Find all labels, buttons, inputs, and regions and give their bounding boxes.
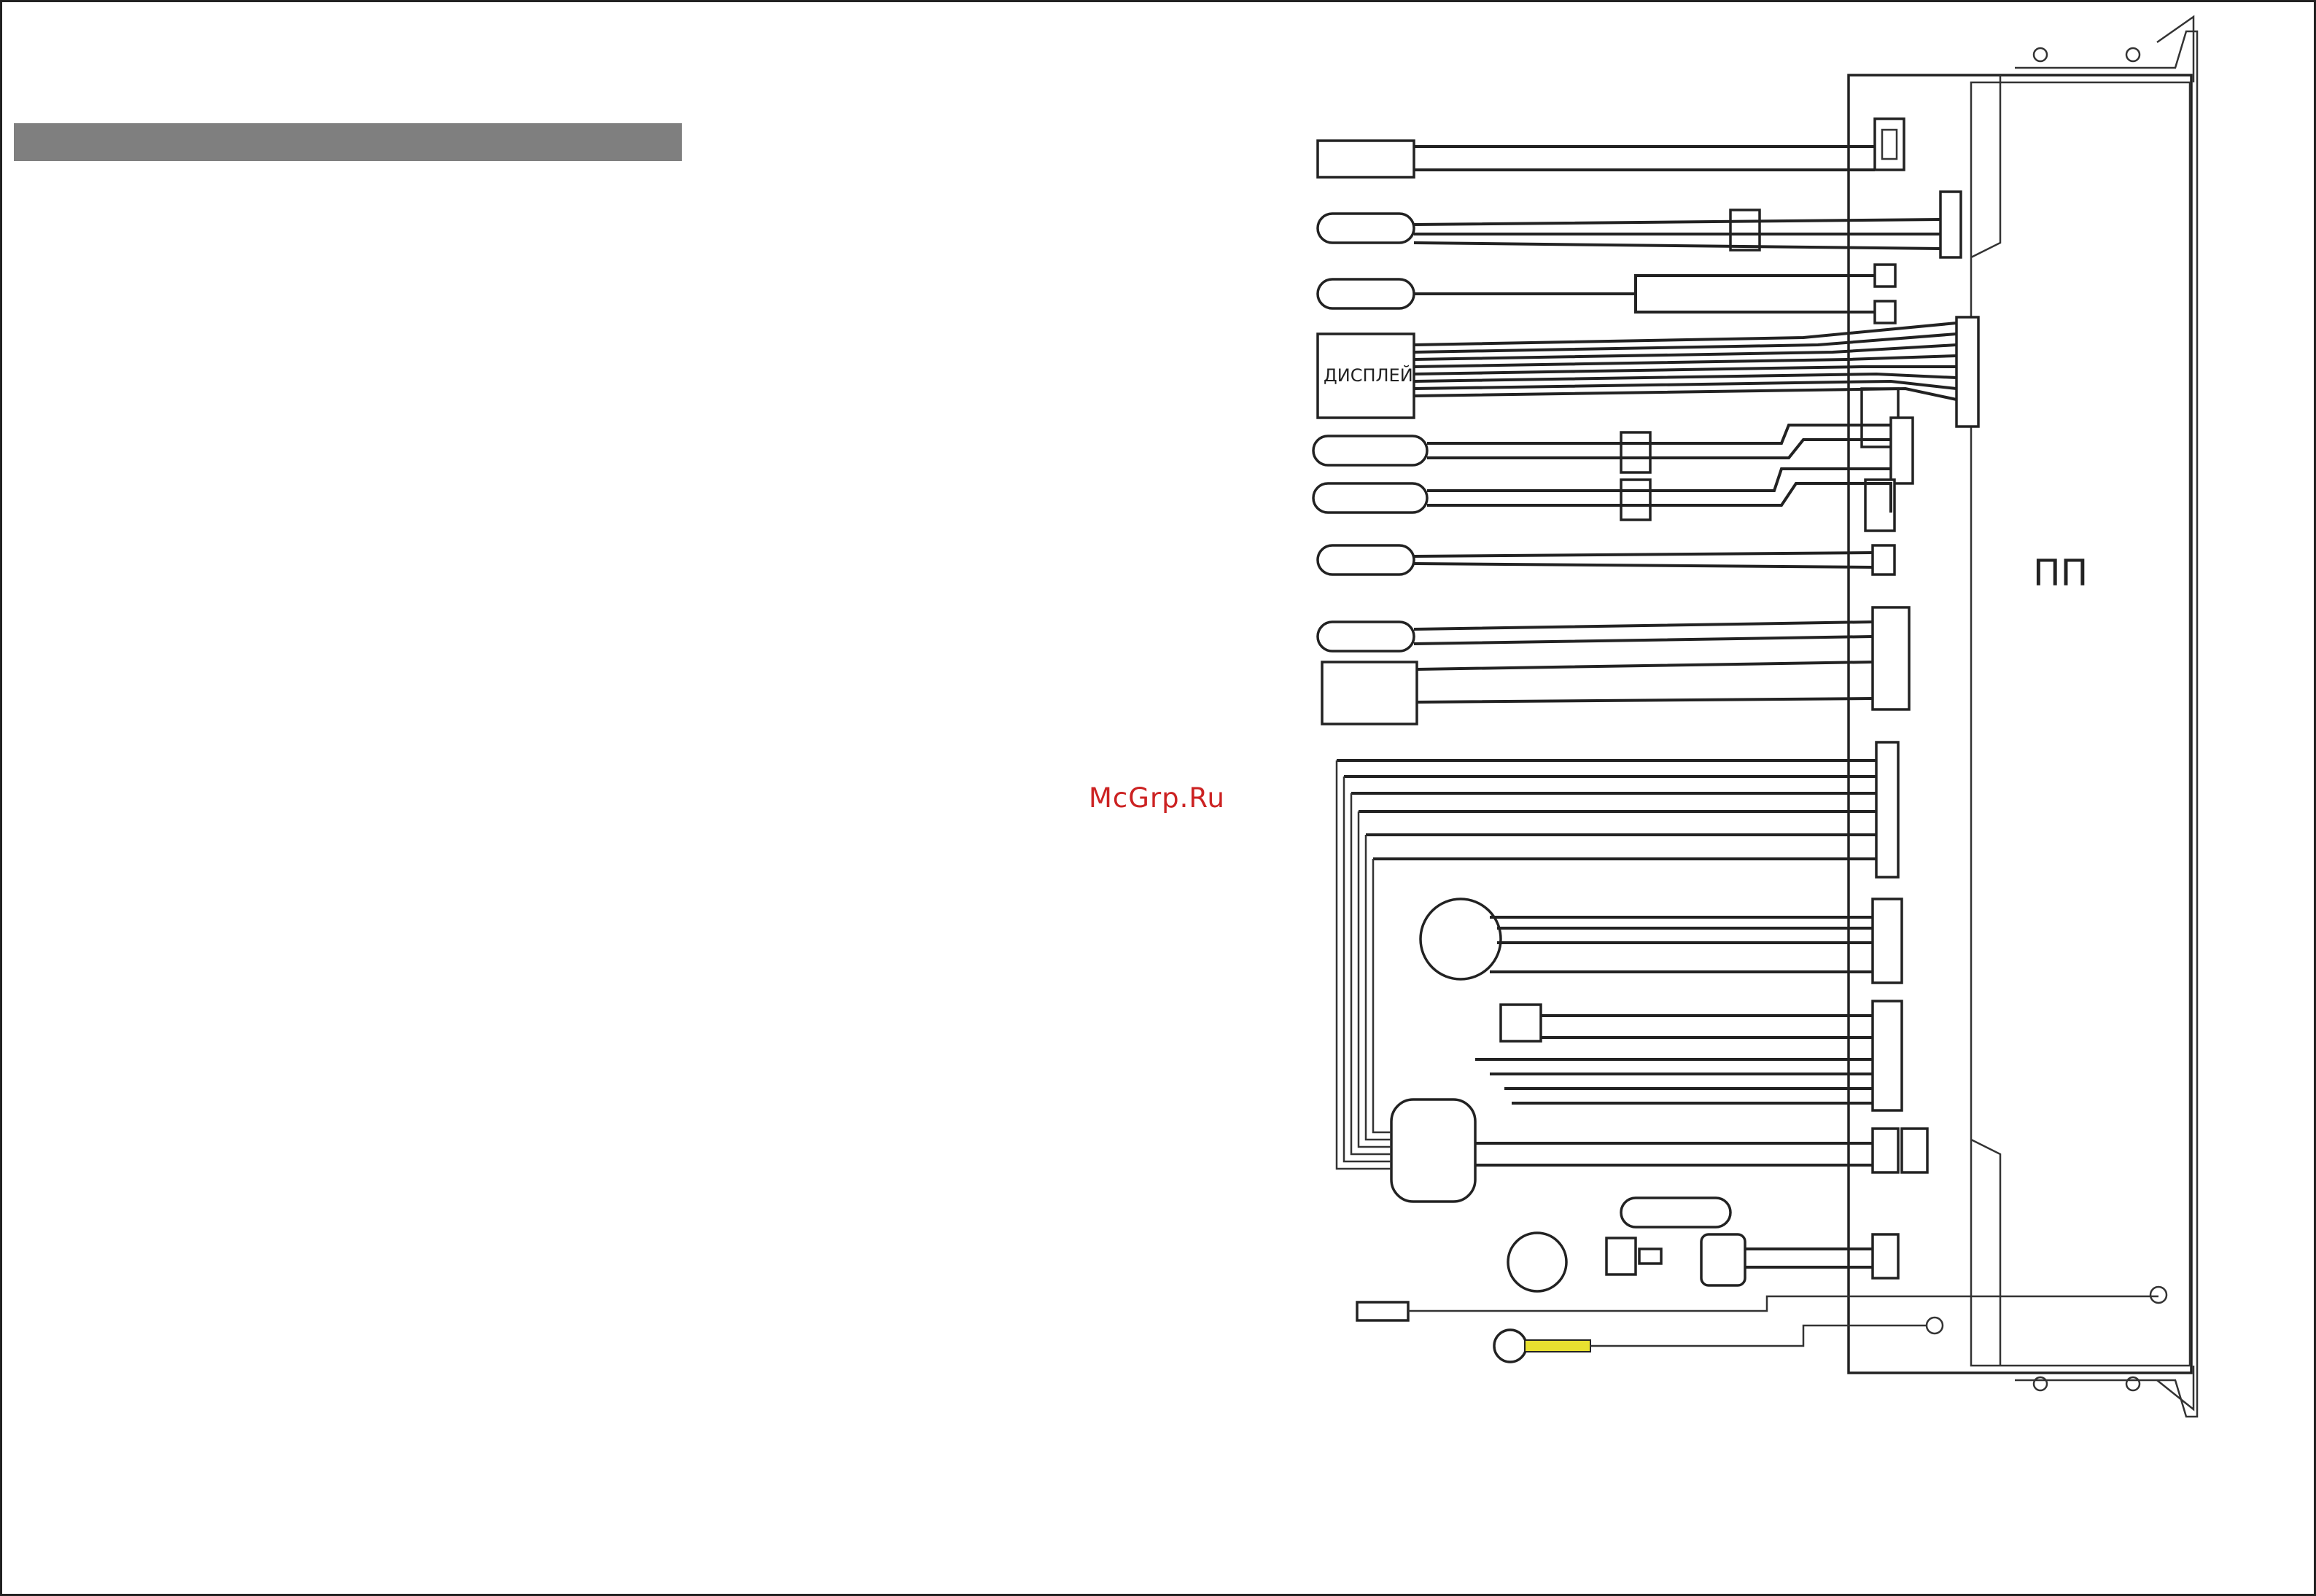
display-label: ДИСПЛЕЙ [1324,365,1413,386]
pcb-label: ПП [2033,552,2088,594]
components [1313,141,1760,1362]
control-board [1849,17,2197,1417]
